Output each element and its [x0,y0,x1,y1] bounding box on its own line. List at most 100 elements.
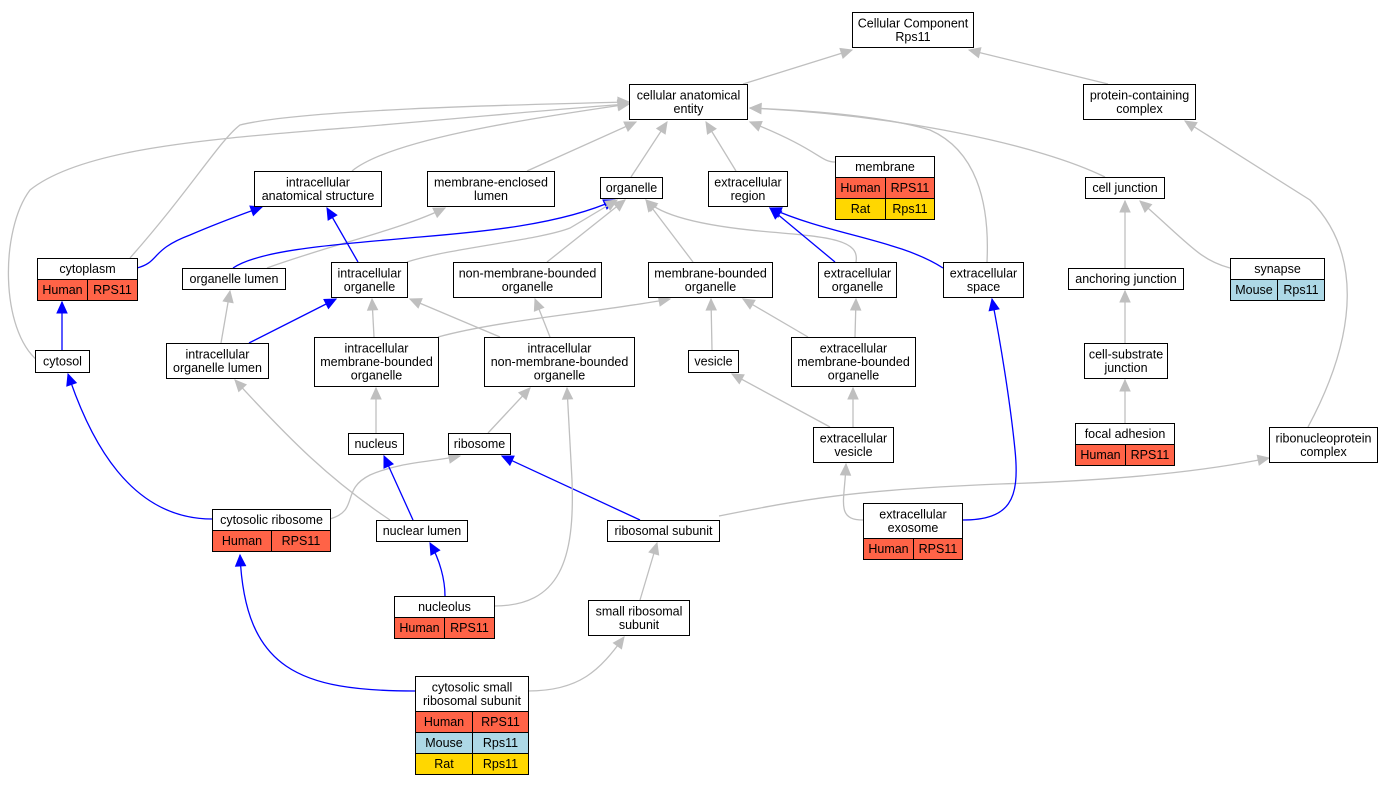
edge-line [769,207,944,269]
node-nuclear_lumen[interactable]: nuclear lumen [376,520,468,542]
edge-extracellular_organelle-to-organelle [645,199,857,263]
node-cell_junction[interactable]: cell junction [1085,177,1165,199]
edge-arrowhead [500,455,515,467]
rat-gene-cell [885,198,935,220]
species-label: Rat [434,757,454,771]
edge-arrowhead [249,205,264,217]
node-box [453,262,602,298]
edge-synapse-to-cell_junction [1139,200,1231,269]
edge-arrowhead [839,462,852,476]
node-box [427,171,555,207]
edge-arrowhead [705,120,717,135]
edge-intracellular_membrane_bounded_organelle-to-membrane_bounded_organelle [437,295,672,338]
node-label: vesicle [694,355,732,369]
edge-cytosol-to-cytoplasm [56,300,68,350]
edge-line [526,121,637,172]
node-label: membrane-enclosed [434,175,548,189]
node-organelle[interactable]: organelle [600,177,663,199]
node-label: anchoring junction [1075,272,1177,286]
edge-line [234,379,391,521]
edge-extracellular_space-to-cellular_anatomical_entity [748,102,989,263]
edge-intracellular_organelle-to-intracellular_anatomical_structure [326,206,359,263]
edge-line [136,206,263,269]
edge-nucleolus-to-nuclear_lumen [429,541,446,597]
edge-intracellular_non_membrane_bounded_organelle-to-intracellular_organelle [408,298,501,338]
edge-focal_adhesion-to-cell_substrate_junction [1119,378,1131,423]
edge-line [409,298,501,338]
gene-label: RPS11 [93,283,132,297]
edge-line [731,373,831,428]
node-organelle_lumen[interactable]: organelle lumen [182,268,286,290]
edge-line [749,121,836,163]
node-box [254,171,382,207]
node-label: organelle lumen [173,361,262,375]
node-label: non-membrane-bounded [459,266,597,280]
species-label: Mouse [1235,283,1273,297]
edge-extracellular_exosome-to-extracellular_vesicle [839,462,864,521]
edge-line [383,455,414,521]
node-label: Cellular Component [858,16,969,30]
edge-arrowhead [849,297,862,311]
node-box [600,177,663,199]
node-label: ribosomal subunit [423,694,521,708]
node-vesicle[interactable]: vesicle [688,350,739,373]
edge-extracellular_space-to-extracellular_region [768,207,944,269]
node-ribosome[interactable]: ribosome [448,433,511,455]
node-anchoring_junction[interactable]: anchoring junction [1068,268,1184,290]
edge-line [437,298,671,338]
node-label: nucleus [354,437,397,451]
species-label: Human [42,283,82,297]
species-label: Human [1080,448,1120,462]
species-label: Rat [851,202,871,216]
node-label: ribonucleoprotein [1276,431,1372,445]
edge-line [7,103,630,362]
edge-arrowhead [967,47,982,59]
node-label: complex [1116,102,1163,116]
node-label: nucleolus [418,600,471,614]
node-label: organelle [828,369,879,383]
node-nucleus[interactable]: nucleus [348,433,404,455]
gene-label: Rps11 [483,736,518,750]
gene-label: RPS11 [1131,448,1170,462]
edge-ribosomal_subunit-to-ribosome [500,455,641,521]
gene-label: RPS11 [891,181,930,195]
node-box [648,262,773,298]
gene-label: Rps11 [1283,283,1318,297]
node-cytosol[interactable]: cytosol [35,350,90,373]
edge-arrowhead [1119,289,1131,303]
node-intracellular_non_membrane_bounded_organelle[interactable]: intracellularnon-membrane-boundedorganel… [484,337,635,387]
node-label: organelle lumen [190,272,279,286]
edge-line [406,199,618,263]
node-ribosomal_subunit[interactable]: ribosomal subunit [607,520,720,542]
node-label: intracellular [338,266,402,280]
node-box [314,337,439,387]
edge-anchoring_junction-to-cell_junction [1119,199,1131,268]
gene-label: Rps11 [892,202,927,216]
